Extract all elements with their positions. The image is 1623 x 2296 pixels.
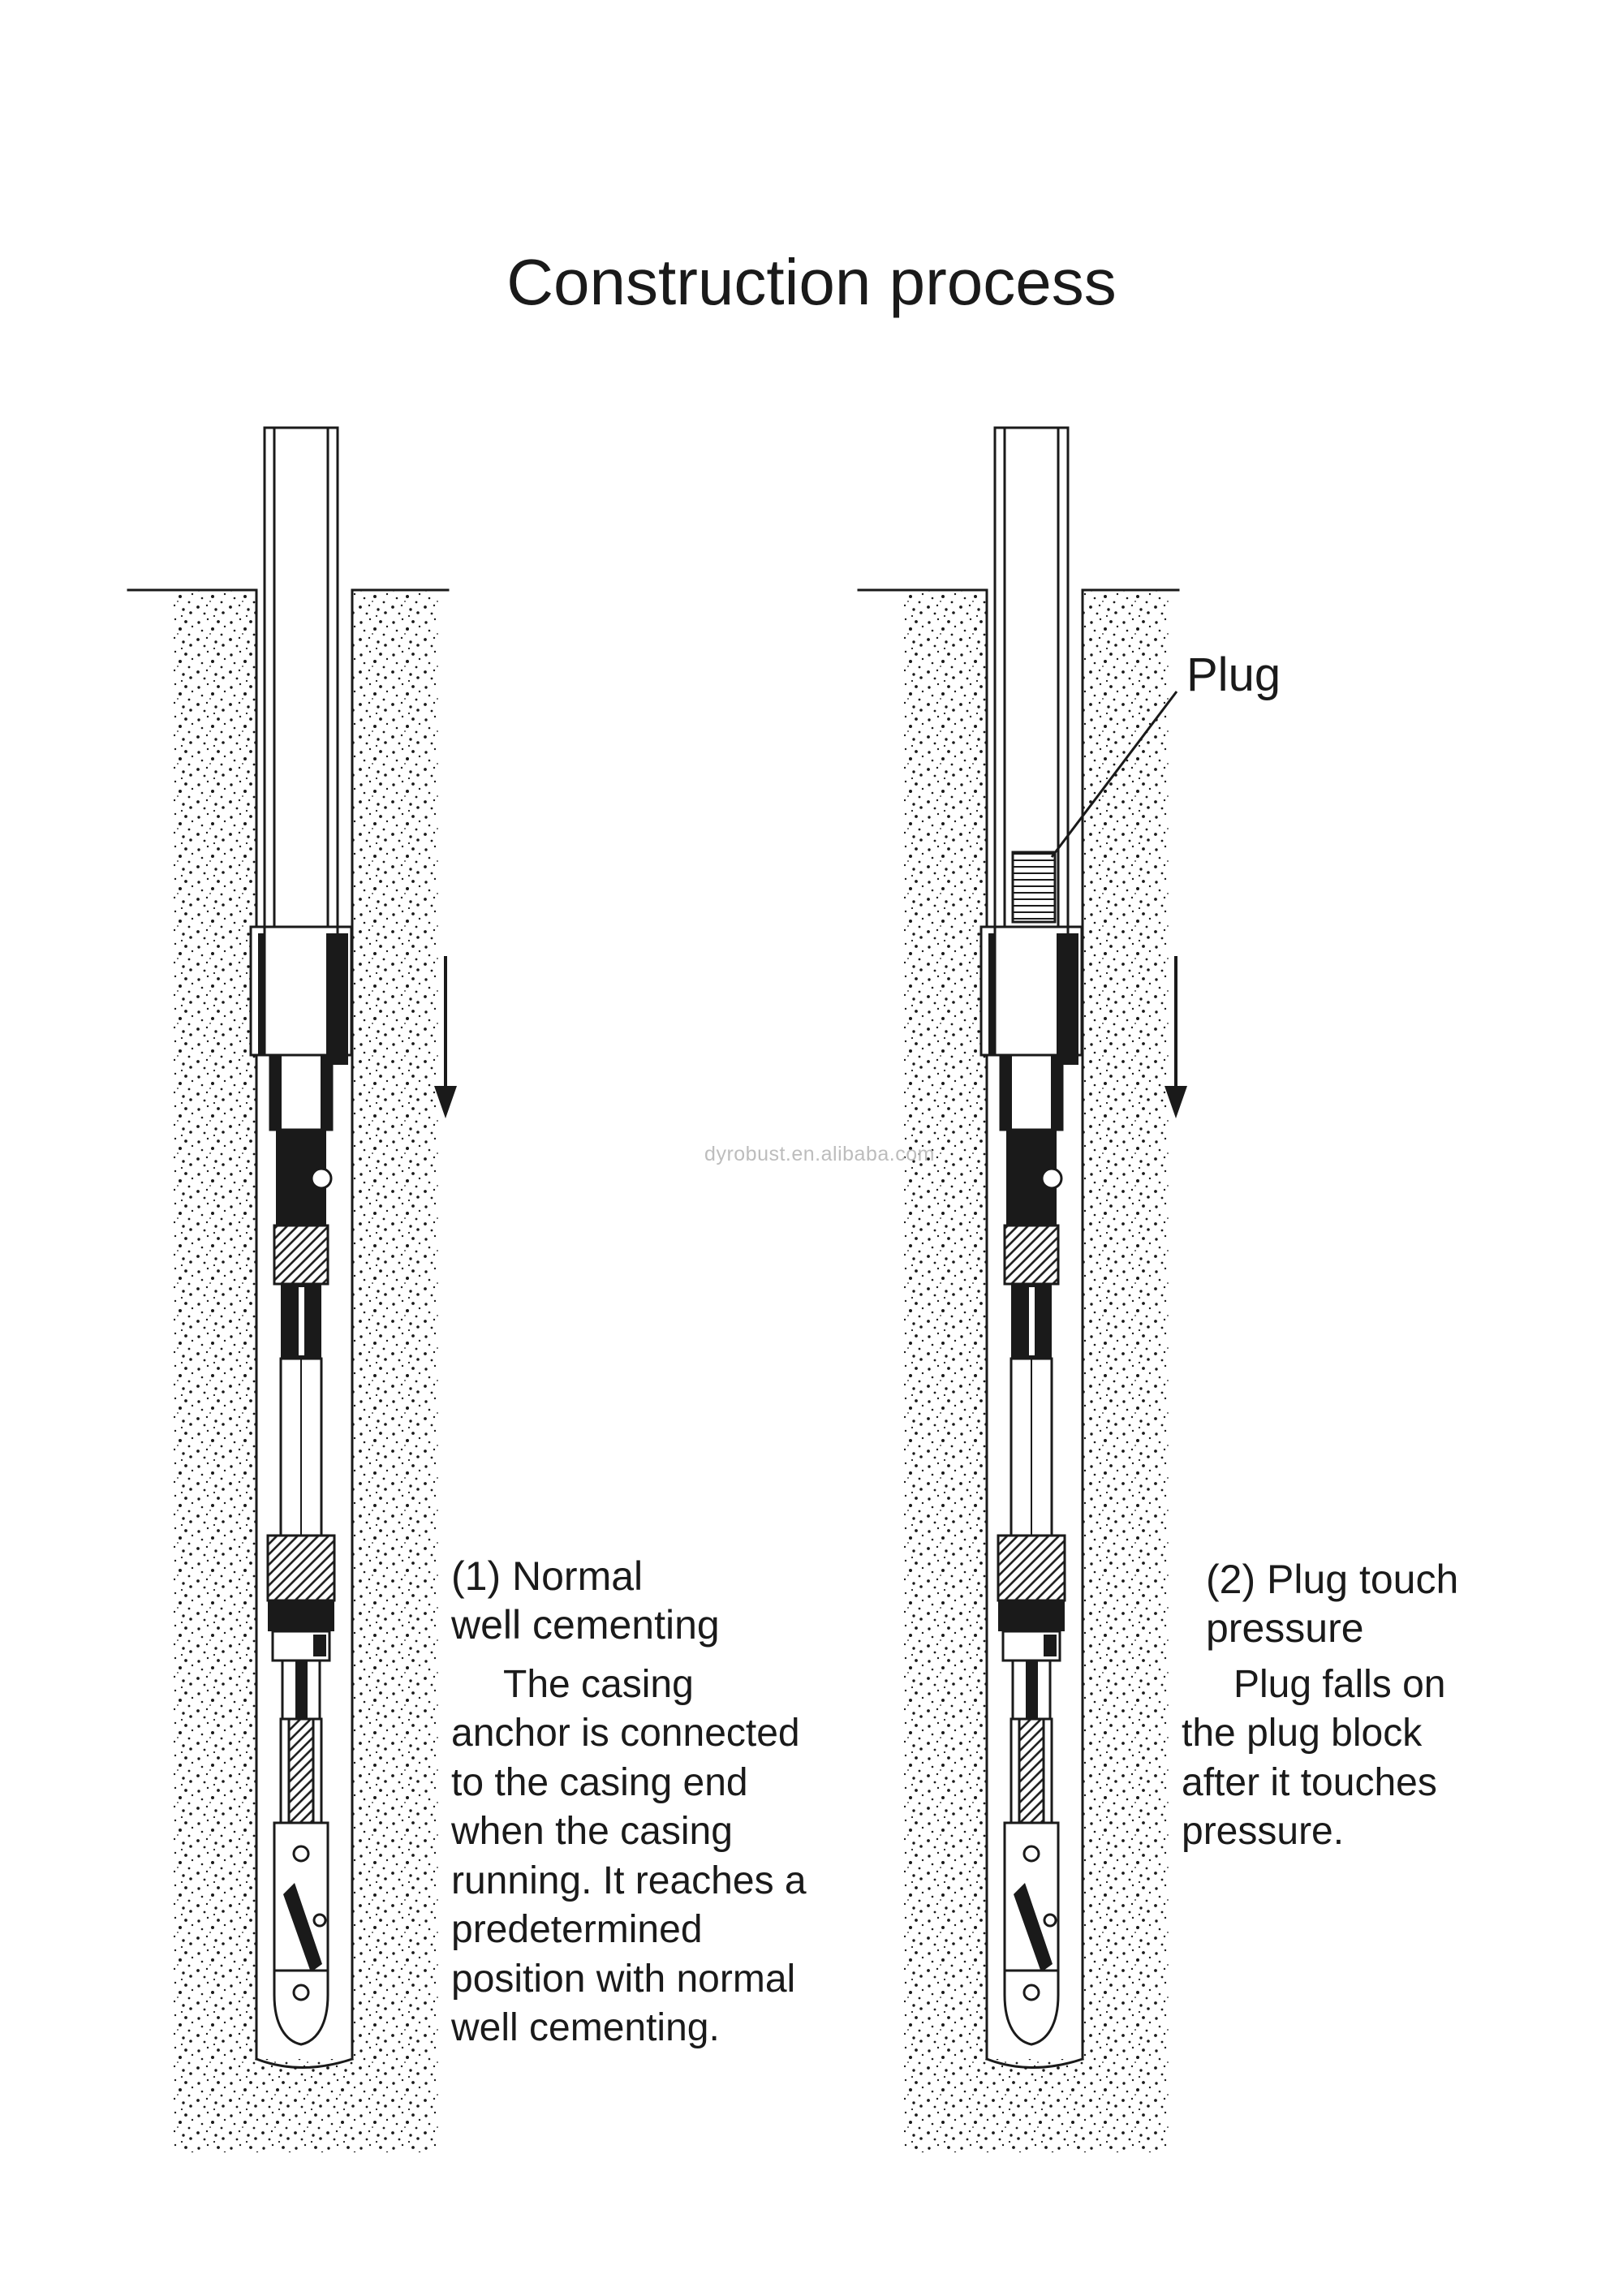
- step1-description: The casing anchor is connected to the ca…: [451, 1663, 807, 2050]
- plug-callout-label: Plug: [1186, 648, 1281, 701]
- plug-leader-line: [1050, 691, 1178, 858]
- step2-heading: (2) Plug touch pressure: [1206, 1557, 1459, 1651]
- step1-heading: (1) Normal well cementing: [451, 1553, 720, 1648]
- plug-shape: [1011, 851, 1057, 924]
- watermark-text: dyrobust.en.alibaba.com: [704, 1143, 935, 1165]
- page-title: Construction process: [506, 246, 1117, 318]
- plug-annotation: [1011, 691, 1178, 924]
- step2-description: Plug falls on the plug block after it to…: [1182, 1663, 1446, 1854]
- well-diagram-step1: [127, 426, 458, 2154]
